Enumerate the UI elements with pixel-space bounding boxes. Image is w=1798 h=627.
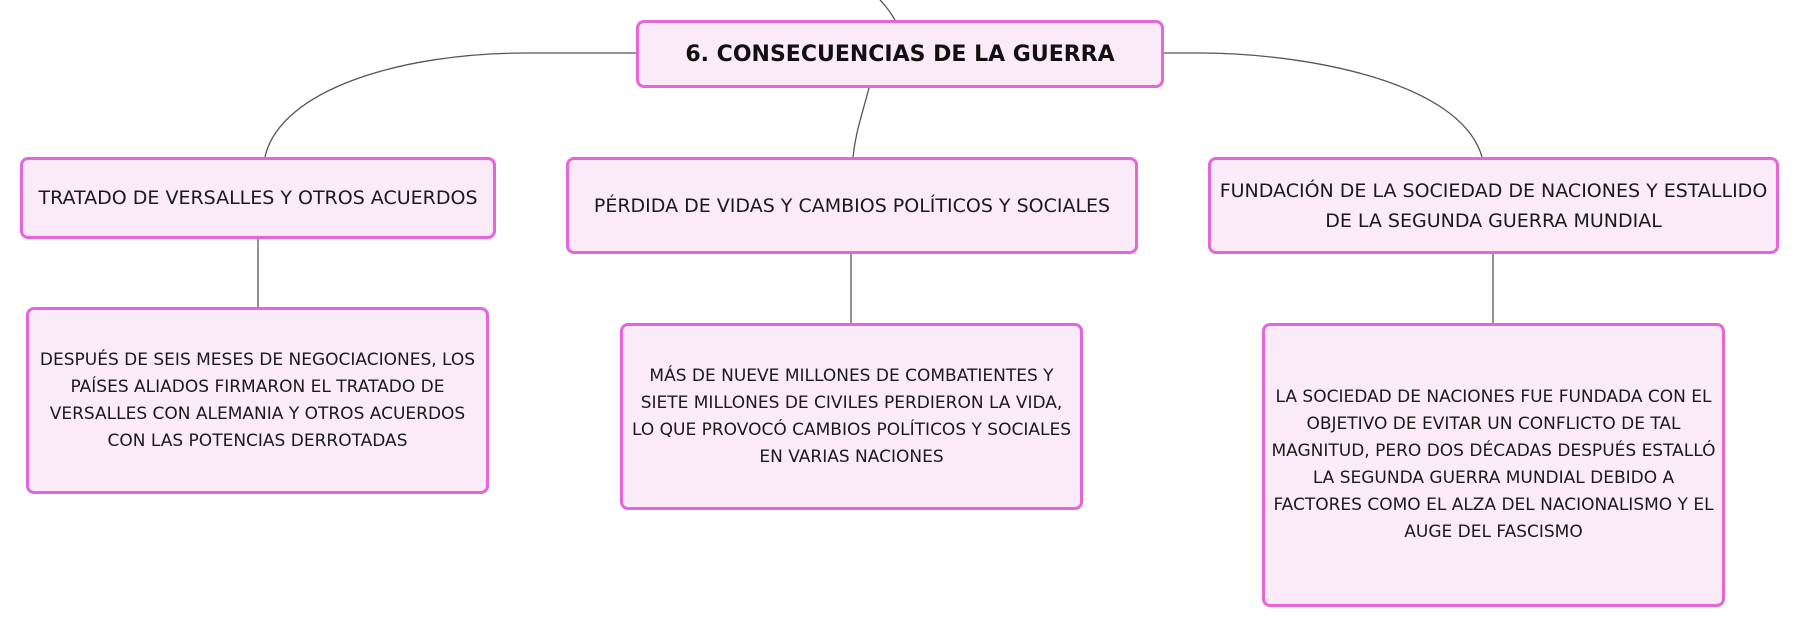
branch-node-label: FUNDACIÓN DE LA SOCIEDAD DE NACIONES Y E… xyxy=(1219,179,1768,232)
detail-node-perdida-de-vidas[interactable]: MÁS DE NUEVE MILLONES DE COMBATIENTES Y … xyxy=(620,323,1083,510)
detail-node-tratado-de-versalles[interactable]: DESPUÉS DE SEIS MESES DE NEGOCIACIONES, … xyxy=(26,307,489,494)
connector-from-parent xyxy=(879,0,896,21)
connector-root-to-branch-1 xyxy=(264,52,636,158)
connector-root-to-branch-3 xyxy=(1164,52,1483,158)
branch-node-label: TRATADO DE VERSALLES Y OTROS ACUERDOS xyxy=(38,187,478,209)
root-node[interactable]: 6. CONSECUENCIAS DE LA GUERRA xyxy=(636,20,1164,88)
branch-node-sociedad-de-naciones[interactable]: FUNDACIÓN DE LA SOCIEDAD DE NACIONES Y E… xyxy=(1208,157,1779,254)
branch-node-perdida-de-vidas[interactable]: PÉRDIDA DE VIDAS Y CAMBIOS POLÍTICOS Y S… xyxy=(566,157,1138,254)
branch-node-label: PÉRDIDA DE VIDAS Y CAMBIOS POLÍTICOS Y S… xyxy=(593,194,1111,217)
detail-node-text: MÁS DE NUEVE MILLONES DE COMBATIENTES Y … xyxy=(632,365,1071,467)
connector-root-to-branch-2 xyxy=(852,87,870,158)
detail-node-text: DESPUÉS DE SEIS MESES DE NEGOCIACIONES, … xyxy=(39,349,476,451)
detail-node-text: LA SOCIEDAD DE NACIONES FUE FUNDADA CON … xyxy=(1271,387,1716,542)
root-node-label: 6. CONSECUENCIAS DE LA GUERRA xyxy=(685,41,1115,67)
detail-node-sociedad-de-naciones[interactable]: LA SOCIEDAD DE NACIONES FUE FUNDADA CON … xyxy=(1262,323,1725,607)
branch-node-tratado-de-versalles[interactable]: TRATADO DE VERSALLES Y OTROS ACUERDOS xyxy=(20,157,496,239)
